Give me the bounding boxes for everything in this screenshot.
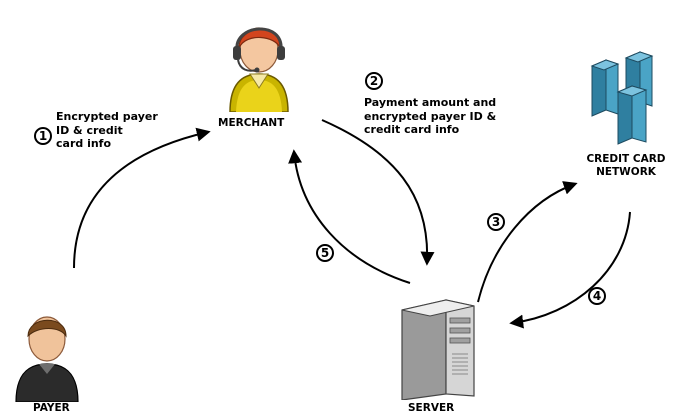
step-2-badge: 2	[365, 72, 383, 90]
step-1-line-1: Encrypted payer	[56, 110, 158, 123]
step-1-line-2: ID & credit	[56, 123, 123, 137]
step-4-badge: 4	[588, 287, 606, 305]
server-tower-icon	[401, 299, 475, 400]
step-2-line-2: encrypted payer ID &	[364, 109, 497, 123]
network-label-line1: CREDIT CARD	[586, 153, 666, 165]
person-icon	[15, 316, 79, 402]
server-label: SERVER	[408, 402, 455, 414]
step-5-badge: 5	[316, 244, 334, 262]
arrow-payer-to-merchant	[73, 127, 211, 269]
step-1-line-3: card info	[56, 137, 112, 150]
step-2-text: Payment amount and encrypted payer ID & …	[364, 96, 496, 137]
headset-person-icon	[229, 27, 289, 112]
arrow-merchant-to-server	[321, 119, 435, 266]
payer-label: PAYER	[33, 402, 70, 414]
arrow-server-to-merchant	[288, 149, 411, 284]
network-label-line2: NETWORK	[596, 166, 656, 178]
step-1-text: Encrypted payer ID & credit card info	[56, 110, 158, 151]
step-2-line-3: credit card info	[364, 123, 460, 136]
merchant-label: MERCHANT	[218, 117, 285, 129]
network-label: CREDIT CARD NETWORK	[580, 153, 672, 179]
step-1-badge: 1	[34, 127, 52, 145]
step-3-badge: 3	[487, 213, 505, 231]
step-2-line-1: Payment amount and	[364, 96, 497, 109]
arrow-server-to-network	[477, 181, 578, 303]
server-cluster-icon	[590, 51, 654, 145]
arrow-network-to-server	[509, 211, 631, 329]
